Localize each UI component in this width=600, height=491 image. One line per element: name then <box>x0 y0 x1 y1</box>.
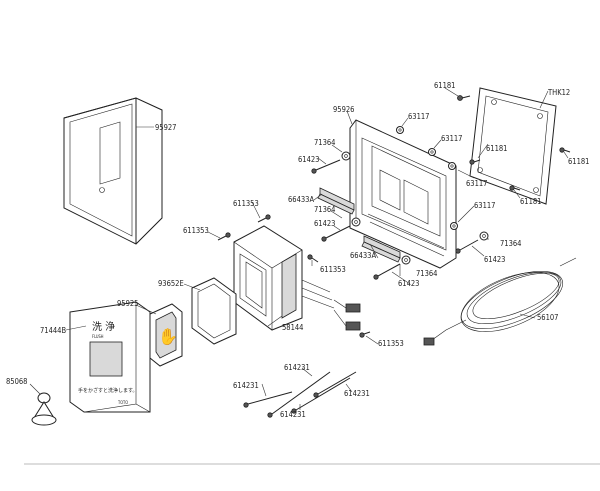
label-614231-a: 614231 <box>284 363 310 372</box>
label-63117-b: 63117 <box>441 134 462 143</box>
suction-cup-85068 <box>31 392 57 426</box>
label-61423-a: 61423 <box>298 155 319 164</box>
svg-text:✋: ✋ <box>158 327 178 346</box>
label-71364-d: 71364 <box>416 269 437 278</box>
part-labels: 95927 95926 61181 THK12 63117 63117 7136… <box>6 81 589 419</box>
sensor-window-95925: ✋ <box>149 303 183 367</box>
label-611353-c: 611353 <box>320 265 346 274</box>
label-63117-a: 63117 <box>408 112 429 121</box>
cable-coil-56107 <box>423 257 577 346</box>
label-71364-c: 71364 <box>500 239 521 248</box>
label-61181-top: 61181 <box>434 81 455 90</box>
label-93652E: 93652E <box>158 279 184 288</box>
face-plate-71444B: 洗 浄 FLUSH 手をかざすと洗浄します。 TOTO <box>69 301 151 413</box>
label-611353-d: 611353 <box>378 339 404 348</box>
label-614231-d: 614231 <box>280 410 306 419</box>
cover-box-95927 <box>63 97 163 245</box>
plate-subtitle: FLUSH <box>92 334 104 339</box>
label-66433A-b: 66433A <box>350 251 376 260</box>
label-56107: 56107 <box>537 313 558 322</box>
gasket-93652E <box>191 277 237 345</box>
label-611353-b: 611353 <box>183 226 209 235</box>
leader-lines <box>29 87 569 410</box>
label-61181-c: 61181 <box>568 157 589 166</box>
label-THK12: THK12 <box>547 88 570 97</box>
plate-brand: TOTO <box>117 400 128 405</box>
label-61181-b: 61181 <box>486 144 507 153</box>
label-63117-c: 63117 <box>466 179 487 188</box>
label-61423-c: 61423 <box>484 255 505 264</box>
label-85068: 85068 <box>6 377 27 386</box>
label-95926: 95926 <box>333 105 354 114</box>
label-58144: 58144 <box>282 323 303 332</box>
label-61423-b: 61423 <box>314 219 335 228</box>
sensor-housing-58144 <box>233 225 361 331</box>
plate-instruction: 手をかざすと洗浄します。 <box>78 387 138 394</box>
label-614231-c: 614231 <box>344 389 370 398</box>
mounting-frame-95926 <box>349 119 457 269</box>
label-95927: 95927 <box>155 123 176 132</box>
label-61181-d: 61181 <box>520 197 541 206</box>
label-63117-d: 63117 <box>474 201 495 210</box>
screws-and-washers <box>217 95 571 418</box>
wall-plate-THK12 <box>469 87 557 205</box>
label-66433A-a: 66433A <box>288 195 314 204</box>
label-614231-b: 614231 <box>233 381 259 390</box>
plate-title: 洗 浄 <box>92 320 115 333</box>
label-71444B: 71444B <box>40 326 66 335</box>
label-611353-a: 611353 <box>233 199 259 208</box>
label-71364-b: 71364 <box>314 205 335 214</box>
label-71364-a: 71364 <box>314 138 335 147</box>
label-61423-d: 61423 <box>398 279 419 288</box>
label-95925: 95925 <box>117 299 138 308</box>
